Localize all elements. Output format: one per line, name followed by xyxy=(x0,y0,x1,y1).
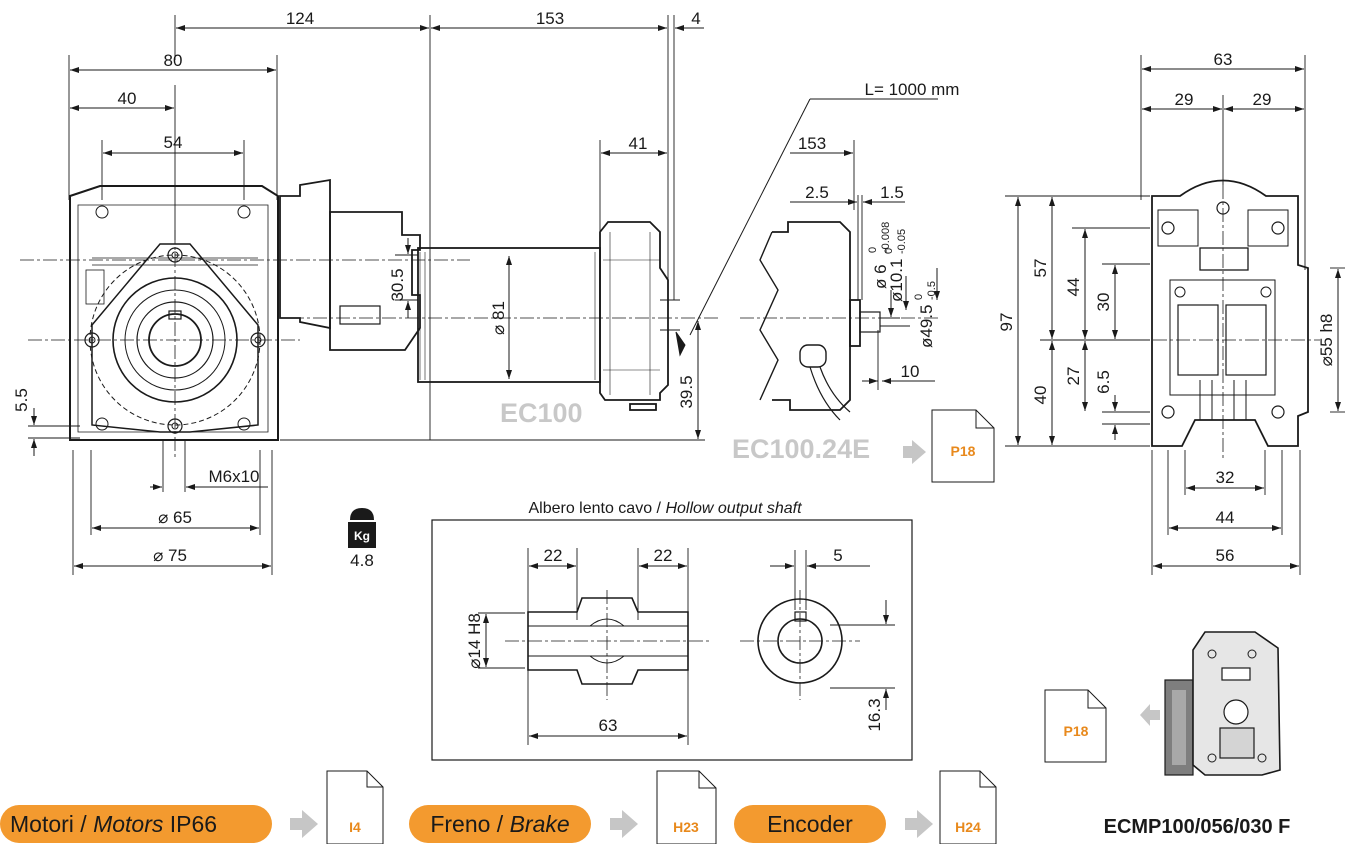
weight-icon xyxy=(350,508,374,520)
page-ref-label: H23 xyxy=(673,819,699,835)
dim-29-right: 29 xyxy=(1253,90,1272,109)
dim-m6x10: M6x10 xyxy=(208,467,259,486)
dim-diam-75: ⌀ 75 xyxy=(153,546,187,565)
dim-10: 10 xyxy=(901,362,920,381)
page-ref-label: I4 xyxy=(349,819,361,835)
side-view: 124 153 4 41 30.5 ⌀ 81 39.5 EC100 xyxy=(174,9,720,441)
dim-diam-49-5: ø49.5 xyxy=(917,305,936,348)
motors-pill xyxy=(0,805,272,843)
dim-5-5: 5.5 xyxy=(12,388,31,412)
dim-44-vertical: 44 xyxy=(1064,278,1083,297)
motors-pill-label: Motori / Motors IP66 xyxy=(10,811,217,837)
dim-1-5: 1.5 xyxy=(880,183,904,202)
document-icon xyxy=(326,770,384,844)
dim-80: 80 xyxy=(164,51,183,70)
dim-124: 124 xyxy=(286,9,314,28)
dim-22-right: 22 xyxy=(654,546,673,565)
dim-40-right: 40 xyxy=(1031,386,1050,405)
document-icon xyxy=(939,770,997,844)
dim-44-bottom: 44 xyxy=(1216,508,1235,527)
tol-10-1-lower: -0.05 xyxy=(896,229,908,254)
arrow-left-icon xyxy=(1140,704,1160,726)
product-thumbnail: P18 ECMP100/056/030 F xyxy=(1044,631,1291,838)
encoder-pill-label: Encoder xyxy=(767,811,853,837)
dim-30-5: 30.5 xyxy=(388,268,407,301)
dim-2-5: 2.5 xyxy=(805,183,829,202)
shaft-title: Albero lento cavo / Hollow output shaft xyxy=(528,500,802,517)
footer-nav: Motori / Motors IP66 I4 Freno / Brake H2… xyxy=(0,770,997,844)
arrow-right-icon xyxy=(903,440,926,464)
cable-length-label: L= 1000 mm xyxy=(865,80,960,99)
page-ref-h23[interactable]: H23 xyxy=(656,770,717,844)
dim-63-shaft: 63 xyxy=(599,716,618,735)
page-ref-label: P18 xyxy=(951,443,976,459)
product-name: ECMP100/056/030 F xyxy=(1104,816,1291,838)
motor-label: EC100 xyxy=(500,398,583,428)
page-ref-i4[interactable]: I4 xyxy=(326,770,384,844)
tol-6-upper: 0 xyxy=(867,247,879,253)
encoder-view: L= 1000 mm 153 2.5 1.5 10 ø 6 0 -0.008 ø… xyxy=(689,80,995,483)
weight-value: 4.8 xyxy=(350,551,374,570)
page-ref-h24[interactable]: H24 xyxy=(939,770,997,844)
dim-41: 41 xyxy=(629,134,648,153)
dim-153: 153 xyxy=(536,9,564,28)
dim-5-key: 5 xyxy=(833,546,842,565)
arrow-right-icon xyxy=(610,810,638,838)
brake-link[interactable]: Freno / Brake xyxy=(409,805,591,843)
document-icon xyxy=(656,770,717,844)
dim-63-right: 63 xyxy=(1214,50,1233,69)
dim-4: 4 xyxy=(691,9,700,28)
dim-22-left: 22 xyxy=(544,546,563,565)
dim-27: 27 xyxy=(1064,367,1083,386)
page-ref-p18-encoder[interactable]: P18 xyxy=(931,409,995,483)
arrow-right-icon xyxy=(290,810,318,838)
encoder-pill xyxy=(734,805,886,843)
dim-40: 40 xyxy=(118,89,137,108)
tol-10-1-upper: 0 xyxy=(883,248,895,254)
brake-pill xyxy=(409,805,591,843)
dim-diam-14-h8: ⌀14 H8 xyxy=(465,613,484,669)
encoder-link[interactable]: Encoder xyxy=(734,805,886,843)
dim-54: 54 xyxy=(164,133,183,152)
encoder-model-label: EC100.24E xyxy=(732,434,870,464)
brake-pill-label: Freno / Brake xyxy=(430,811,569,837)
dim-57: 57 xyxy=(1031,259,1050,278)
dim-diam-6: ø 6 xyxy=(871,264,890,289)
page-ref-p18-product[interactable]: P18 xyxy=(1044,689,1107,763)
dim-16-3: 16.3 xyxy=(865,698,884,731)
dim-6-5: 6.5 xyxy=(1094,370,1113,394)
dim-diam-81: ⌀ 81 xyxy=(489,301,508,335)
motors-link[interactable]: Motori / Motors IP66 xyxy=(0,805,272,843)
tol-49-5-upper: 0 xyxy=(913,294,925,300)
arrow-right-icon xyxy=(905,810,933,838)
dim-97: 97 xyxy=(997,313,1016,332)
tol-49-5-lower: -0.5 xyxy=(926,281,938,300)
dim-32: 32 xyxy=(1216,468,1235,487)
tol-6-lower: -0.008 xyxy=(880,222,892,253)
page-ref-label: P18 xyxy=(1064,723,1089,739)
dim-diam-65: ⌀ 65 xyxy=(158,508,192,527)
right-view: 63 29 29 97 57 44 30 27 6.5 40 ⌀55 h8 32… xyxy=(997,50,1345,575)
page-ref-label: H24 xyxy=(955,819,981,835)
dim-diam-55-h8: ⌀55 h8 xyxy=(1317,314,1336,367)
hollow-shaft-box: Albero lento cavo / Hollow output shaft xyxy=(431,500,913,761)
dim-30: 30 xyxy=(1094,293,1113,312)
weight-unit: Kg xyxy=(354,529,370,543)
front-view: 80 40 54 5.5 M6x10 ⌀ 65 ⌀ 75 xyxy=(12,51,470,575)
weight-indicator: Kg 4.8 xyxy=(348,508,376,570)
dim-29-left: 29 xyxy=(1175,90,1194,109)
dim-153-encoder: 153 xyxy=(798,134,826,153)
dim-diam-10-1: ø10.1 xyxy=(887,259,906,302)
dim-39-5: 39.5 xyxy=(677,375,696,408)
dim-56: 56 xyxy=(1216,546,1235,565)
